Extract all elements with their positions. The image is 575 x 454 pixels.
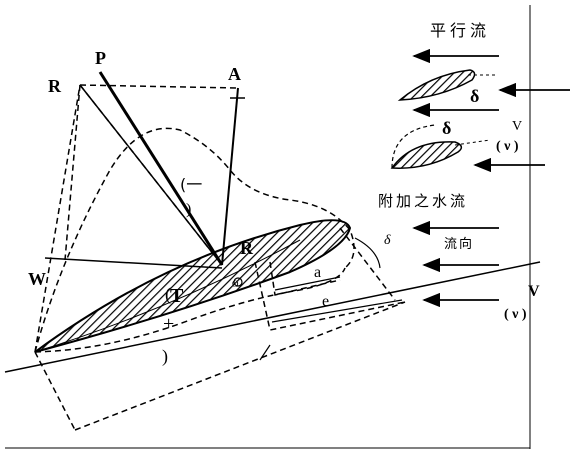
frame xyxy=(5,5,531,449)
a-box-dash xyxy=(269,261,341,296)
labels: P R A W R a e T O (一 ) ( + ) δ δ V ( ν )… xyxy=(28,21,540,367)
envelope-left-edge xyxy=(34,84,81,353)
lower-base-edge xyxy=(74,301,406,431)
e-box-dash xyxy=(254,261,406,331)
lower-left-edge xyxy=(34,351,76,431)
label-R-top: R xyxy=(48,76,62,96)
label-nu-upper: ( ν ) xyxy=(496,139,519,154)
pressure-curve xyxy=(34,267,346,353)
force-P-vector xyxy=(98,71,224,266)
label-delta-upper: δ xyxy=(470,86,479,106)
label-delta-side: δ xyxy=(384,233,391,248)
dim-e-line xyxy=(271,299,403,323)
label-W: W xyxy=(28,269,46,289)
force-W-line xyxy=(44,257,223,269)
main-hydrofoil xyxy=(34,219,352,353)
R-to-A-dash xyxy=(79,84,239,89)
caption-added-water-flow: 附加之水流 xyxy=(378,192,468,210)
center-point-marker xyxy=(233,277,243,287)
dim-a-line xyxy=(274,276,341,291)
label-a: a xyxy=(314,264,321,281)
small-foil-lower xyxy=(390,141,463,169)
dim-tick xyxy=(259,344,271,361)
caption-flow-direction: 流向 xyxy=(444,236,474,252)
suction-curve xyxy=(34,127,355,353)
label-nu-lower: ( ν ) xyxy=(504,307,527,322)
caption-parallel-flow: 平行流 xyxy=(430,21,490,40)
R-diagonal-dash xyxy=(79,84,223,266)
hydrofoil-chord-line xyxy=(34,239,301,353)
force-A-vector xyxy=(221,87,239,266)
label-delta-lower: δ xyxy=(442,118,451,138)
label-V-lower: V xyxy=(528,283,540,300)
label-minus: (一 xyxy=(180,175,202,194)
label-e: e xyxy=(322,293,329,310)
label-T: T xyxy=(170,285,184,307)
label-V-upper: V xyxy=(512,119,522,134)
label-plus-close: ) xyxy=(162,346,168,367)
label-minus-close: ) xyxy=(186,201,191,218)
flow-axis-line xyxy=(4,261,541,373)
small-foils xyxy=(390,69,495,169)
force-polygon xyxy=(4,71,541,373)
delta-side-arc xyxy=(354,237,381,269)
label-plus-open: ( xyxy=(165,284,171,305)
hydrofoil-section xyxy=(34,219,352,353)
flow-arrows[interactable] xyxy=(412,48,570,308)
label-R-mid: R xyxy=(240,238,254,258)
label-plus: + xyxy=(163,313,174,335)
label-A: A xyxy=(228,64,241,84)
dimensions xyxy=(259,237,403,361)
trailing-edge-dash xyxy=(339,227,396,301)
label-P: P xyxy=(95,48,106,68)
small-foil-upper xyxy=(397,69,476,101)
label-O: O xyxy=(232,279,239,289)
